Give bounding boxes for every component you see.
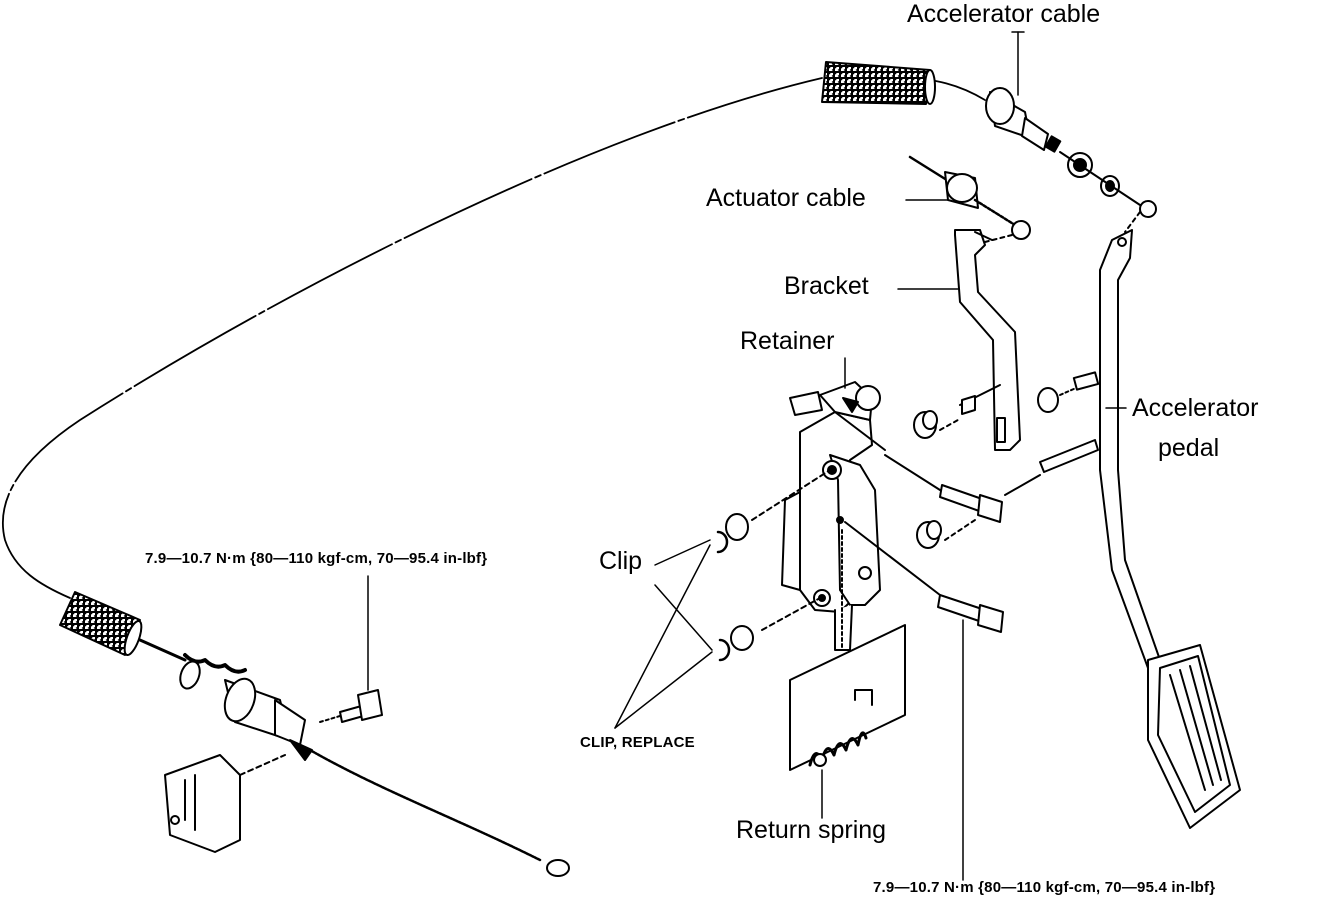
- clip-label: Clip: [599, 547, 643, 575]
- actuator-cable: [908, 155, 1031, 243]
- upper-cable-end: [985, 87, 1157, 233]
- hardware-parts: [716, 371, 1100, 662]
- clip-replace-label: CLIP, REPLACE: [580, 734, 695, 751]
- leader-lines: [367, 31, 1127, 881]
- accelerator-cable-label: Accelerator cable: [907, 0, 1101, 28]
- accelerator-pedal-label-line2: pedal: [1158, 434, 1220, 462]
- upper-cable-sleeve: [821, 61, 936, 105]
- torque-spec-right: 7.9—10.7 N·m {80—110 kgf-cm, 70—95.4 in-…: [873, 879, 1216, 896]
- return-spring-label: Return spring: [736, 816, 887, 844]
- bracket-label: Bracket: [784, 272, 869, 300]
- retainer-label: Retainer: [740, 327, 835, 355]
- torque-spec-left: 7.9—10.7 N·m {80—110 kgf-cm, 70—95.4 in-…: [145, 550, 488, 567]
- return-spring-part: [789, 624, 906, 771]
- actuator-cable-label: Actuator cable: [706, 184, 866, 212]
- accelerator-pedal-label-line1: Accelerator: [1132, 394, 1259, 422]
- accelerator-pedal-part: [1099, 229, 1241, 829]
- pivot-assembly: [781, 381, 886, 651]
- bracket-part: [954, 229, 1021, 451]
- lower-cable-end: [59, 591, 570, 877]
